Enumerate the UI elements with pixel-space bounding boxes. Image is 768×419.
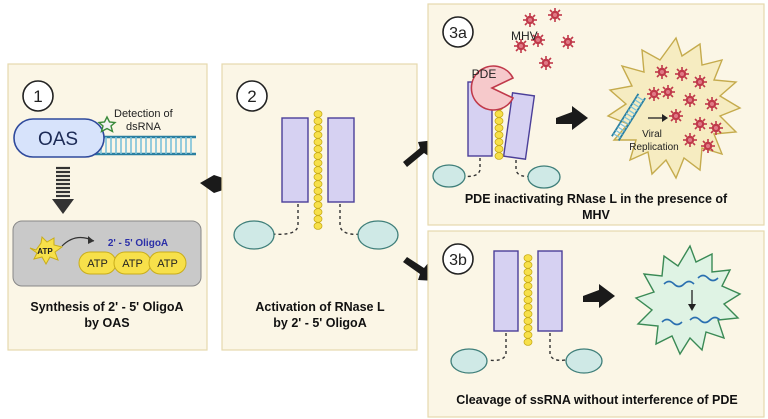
step-1-number: 1 <box>33 87 42 106</box>
dsrna-fragment <box>611 93 646 141</box>
step-3b-number: 3b <box>449 252 467 269</box>
rnase-l-monomer-left <box>493 250 519 332</box>
mhv-label: MHV <box>511 29 538 43</box>
pde-label: PDE <box>472 67 497 81</box>
arrow-to-panel-3a-icon <box>403 140 435 167</box>
panel-3b: 3b Cleavage of ssRNA without interferenc… <box>427 230 765 418</box>
panel-3a-caption-line1: PDE inactivating RNase L in the presence… <box>465 192 728 206</box>
synthesis-arrow-icon <box>52 166 74 214</box>
oligoa-chain <box>313 110 323 230</box>
atp-unit-label: ATP <box>87 258 108 270</box>
arrow-to-cleavage-icon <box>583 284 615 308</box>
panel-3a: 3a MHV PDE <box>427 3 765 226</box>
oligoa-label: 2' - 5' OligoA <box>108 238 168 249</box>
panel-1: 1 OAS Detection of dsRNA <box>7 63 208 351</box>
ssrna-cleavage-starburst <box>634 244 742 356</box>
panel-3a-caption-line2: MHV <box>582 208 610 222</box>
viral-label-line1: Viral <box>642 129 662 140</box>
step-2-badge <box>236 80 268 112</box>
detection-label-line1: Detection of <box>114 108 174 120</box>
rnase-l-monomer-right <box>327 117 355 203</box>
rnase-l-domain-right <box>565 348 603 374</box>
rnase-l-domain-right <box>527 165 561 189</box>
panel-1-background <box>7 63 208 351</box>
atp-star-label: ATP <box>37 247 53 256</box>
step-2-number: 2 <box>247 87 256 106</box>
oas-label: OAS <box>38 129 78 150</box>
atp-unit-label: ATP <box>157 258 178 270</box>
panel-2-caption-line2: by 2' - 5' OligoA <box>273 316 366 330</box>
dsrna-ladder <box>92 135 196 156</box>
detection-label-line2: dsRNA <box>126 121 162 133</box>
step-3b-badge <box>442 243 474 275</box>
pde-enzyme <box>470 65 515 111</box>
arrow-to-panel-2-icon <box>200 175 241 193</box>
rnase-l-monomer-left <box>281 117 309 203</box>
rnase-l-domain-left <box>432 164 466 188</box>
panel-3b-caption: Cleavage of ssRNA without interference o… <box>456 393 738 407</box>
rnase-l-domain-left <box>450 348 488 374</box>
viral-label-line2: Replication <box>629 142 678 153</box>
panel-1-caption-line1: Synthesis of 2' - 5' OligoA <box>30 300 183 314</box>
rnase-l-domain-right <box>357 220 399 250</box>
atp-chain: ATP ATP ATP <box>78 251 187 275</box>
ssrna-fragments <box>661 274 721 326</box>
atp-unit <box>148 251 187 275</box>
step-3a-number: 3a <box>449 25 467 42</box>
panel-2-caption-line1: Activation of RNase L <box>255 300 385 314</box>
atp-unit-label: ATP <box>122 258 143 270</box>
rnase-l-domain-left <box>233 220 275 250</box>
panel-2: 2 Activation of RNase L by 2' - 5' Oligo… <box>221 63 418 351</box>
step-3a-badge <box>442 16 474 48</box>
detection-star-icon <box>97 115 117 133</box>
panel-1-caption-line2: by OAS <box>84 316 129 330</box>
arrow-to-replication-icon <box>556 106 588 130</box>
oas-enzyme <box>13 118 105 158</box>
rnase-l-monomer-right <box>537 250 563 332</box>
atp-star-icon <box>29 235 64 266</box>
step-1-badge <box>22 80 54 112</box>
rnase-l-monomer-right <box>502 91 536 161</box>
